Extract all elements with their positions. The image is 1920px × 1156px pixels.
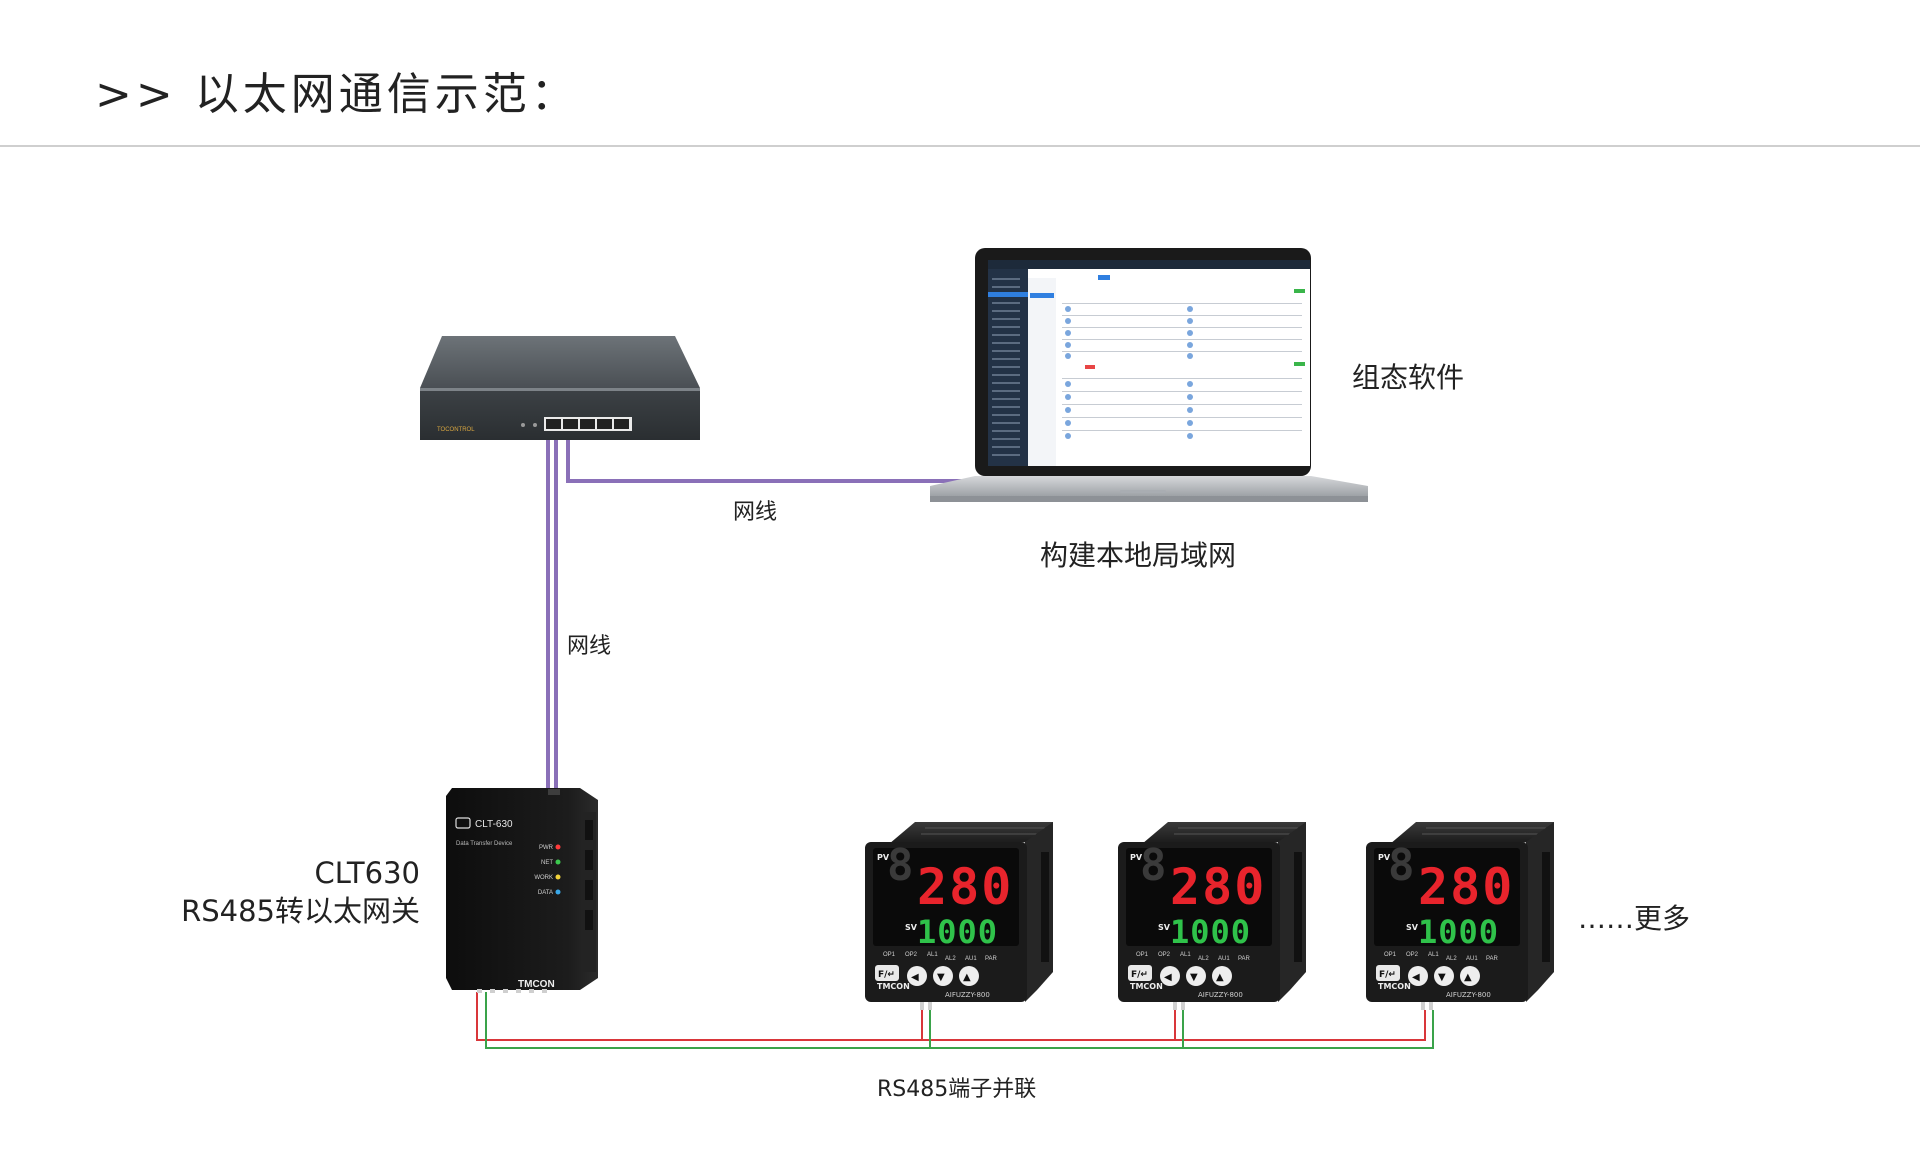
sv-display: 1000: [1418, 913, 1499, 951]
data-led: [555, 889, 561, 895]
svg-text:TMCON: TMCON: [1130, 982, 1163, 991]
svg-text:▼: ▼: [1438, 972, 1446, 983]
ethernet-cables: [546, 420, 985, 793]
svg-text:8: 8: [887, 840, 914, 891]
svg-text:PAR: PAR: [1486, 956, 1499, 962]
svg-text:◀: ◀: [1164, 972, 1172, 983]
sv-display: 1000: [1170, 913, 1251, 951]
svg-text:◀: ◀: [1412, 972, 1420, 983]
gateway-subtitle: Data Transfer Device: [456, 841, 513, 847]
svg-text:AU1: AU1: [965, 956, 977, 962]
cable-label-left: 网线: [567, 634, 612, 659]
svg-text:▲: ▲: [963, 972, 971, 983]
switch-brand: TOCONTROL: [437, 427, 475, 433]
svg-text:PV: PV: [1130, 853, 1143, 862]
svg-text:▼: ▼: [1190, 972, 1198, 983]
svg-text:OP2: OP2: [1406, 952, 1419, 958]
svg-text:AIFUZZY-800: AIFUZZY-800: [1446, 991, 1491, 999]
network-switch: TOCONTROL: [420, 336, 700, 440]
gateway-caption-line2: RS485转以太网关: [181, 894, 420, 928]
svg-text:8: 8: [1140, 840, 1167, 891]
svg-text:AL2: AL2: [945, 956, 956, 962]
led-label-work: WORK: [534, 875, 553, 881]
svg-text:AL1: AL1: [1428, 952, 1439, 958]
svg-text:SV: SV: [1406, 923, 1419, 932]
net-led: [555, 859, 561, 865]
gateway-caption: CLT630 RS485转以太网关: [181, 854, 420, 930]
svg-text:SV: SV: [1158, 923, 1171, 932]
svg-text:PAR: PAR: [985, 956, 998, 962]
software-label: 组态软件: [1352, 361, 1465, 394]
svg-text:TMCON: TMCON: [877, 982, 910, 991]
svg-text:▲: ▲: [1464, 972, 1472, 983]
more-label: ……更多: [1578, 902, 1691, 935]
svg-text:OP2: OP2: [905, 952, 918, 958]
svg-text:TMCON: TMCON: [1378, 982, 1411, 991]
svg-text:AIFUZZY-800: AIFUZZY-800: [1198, 991, 1243, 999]
led-label-net: NET: [541, 860, 553, 866]
sv-display: 1000: [917, 913, 998, 951]
svg-text:AL2: AL2: [1198, 956, 1209, 962]
svg-text:OP2: OP2: [1158, 952, 1171, 958]
gateway-caption-line1: CLT630: [314, 856, 420, 890]
svg-text:8: 8: [1388, 840, 1415, 891]
rs485-label: RS485端子并联: [877, 1077, 1037, 1102]
svg-text:OP1: OP1: [1136, 952, 1149, 958]
laptop: [930, 248, 1368, 502]
pv-display: 280: [1418, 858, 1514, 916]
gateway-brand: TMCON: [518, 979, 555, 990]
svg-text:F/↵: F/↵: [878, 970, 895, 980]
svg-text:▼: ▼: [937, 972, 945, 983]
lan-label: 构建本地局域网: [1040, 539, 1237, 572]
svg-text:AIFUZZY-800: AIFUZZY-800: [945, 991, 990, 999]
cable-label-top: 网线: [733, 500, 778, 525]
switch-ports: [544, 417, 632, 431]
svg-text:◀: ◀: [911, 972, 919, 983]
svg-text:F/↵: F/↵: [1379, 970, 1396, 980]
gateway-device: CLT-630 Data Transfer Device PWR NET WOR…: [446, 788, 598, 993]
page-title: >> 以太网通信示范：: [95, 69, 579, 120]
svg-text:AL1: AL1: [1180, 952, 1191, 958]
rs485-wiring: [476, 992, 1434, 1049]
led-label-pwr: PWR: [539, 845, 554, 851]
svg-text:OP1: OP1: [883, 952, 896, 958]
svg-text:PAR: PAR: [1238, 956, 1251, 962]
svg-text:AU1: AU1: [1218, 956, 1230, 962]
pv-display: 280: [917, 858, 1013, 916]
svg-text:SV: SV: [905, 923, 918, 932]
svg-text:OP1: OP1: [1384, 952, 1397, 958]
svg-text:PV: PV: [877, 853, 890, 862]
pv-display: 280: [1170, 858, 1266, 916]
title-divider: [0, 145, 1920, 147]
svg-text:AU1: AU1: [1466, 956, 1478, 962]
svg-text:▲: ▲: [1216, 972, 1224, 983]
svg-text:AL1: AL1: [927, 952, 938, 958]
gateway-model: CLT-630: [475, 819, 513, 830]
svg-text:F/↵: F/↵: [1131, 970, 1148, 980]
pwr-led: [555, 844, 561, 850]
led-label-data: DATA: [538, 890, 553, 896]
svg-text:AL2: AL2: [1446, 956, 1457, 962]
work-led: [555, 874, 561, 880]
svg-text:PV: PV: [1378, 853, 1391, 862]
